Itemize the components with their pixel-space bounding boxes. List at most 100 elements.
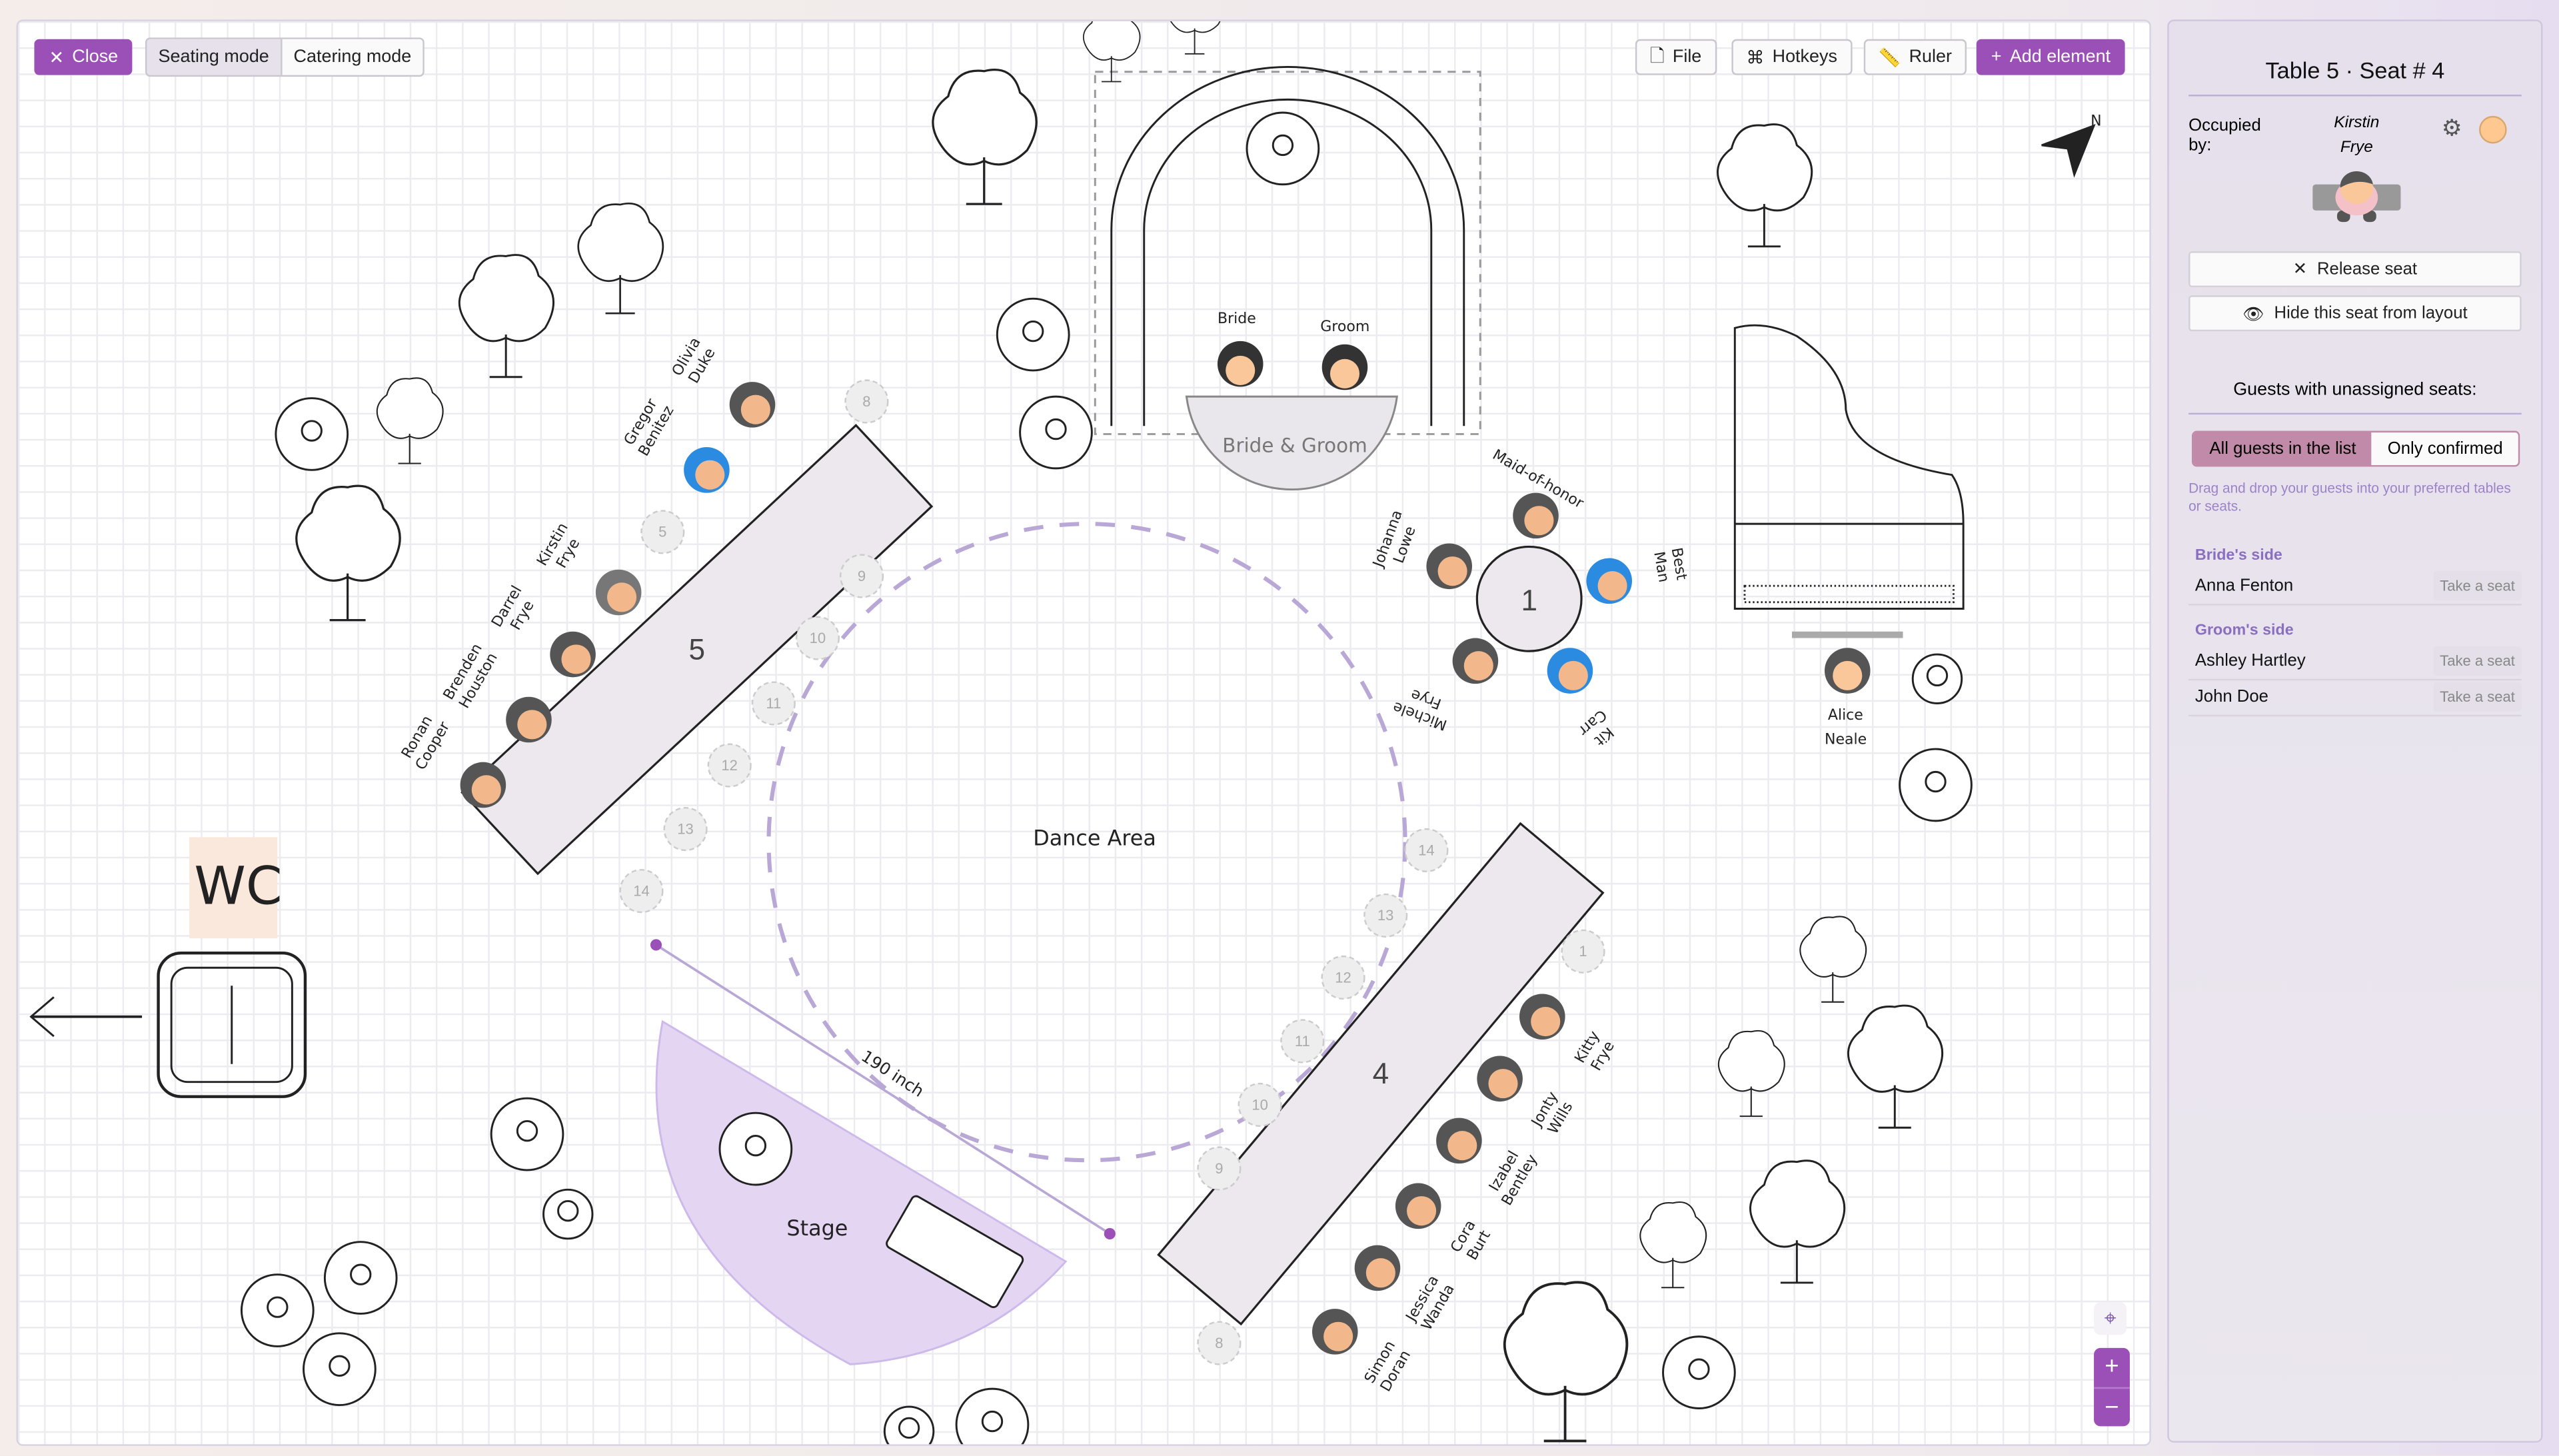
empty-seat[interactable]: 8 [1197,1321,1242,1365]
lightbulb-icon[interactable] [1662,1335,1736,1409]
empty-seat[interactable]: 11 [751,681,796,726]
zoom-out-button[interactable]: − [2105,1393,2119,1422]
lightbulb-icon[interactable] [1246,111,1320,186]
empty-seat[interactable]: 14 [619,869,664,914]
tree-icon[interactable] [1847,1004,1944,1129]
guest-seat[interactable]: KittyFrye [1519,994,1619,1075]
ruler-handle[interactable] [1104,1227,1116,1240]
guest-seat[interactable]: CoraBurt [1395,1183,1495,1265]
gear-icon[interactable]: ⚙ [2441,114,2462,141]
wedding-arch[interactable] [1110,65,1465,426]
empty-seat[interactable]: 13 [1363,893,1408,938]
piano[interactable] [1733,324,1965,610]
floor-plan[interactable]: 5 OliviaDukeGregorBenitezKirstinFryeDarre… [18,21,2149,1445]
hotkeys-button[interactable]: ⌘Hotkeys [1731,39,1853,75]
restroom[interactable] [157,952,307,1098]
table-4[interactable] [1157,822,1605,1326]
guest-seat[interactable]: JohannaLowe [1369,508,1472,590]
tree-icon[interactable] [295,484,401,622]
tree-icon[interactable] [1503,1281,1629,1443]
tree-icon[interactable] [1799,916,1867,1003]
stage-area[interactable] [655,1020,1068,1365]
speaker-icon[interactable] [955,1387,1030,1445]
color-swatch[interactable] [2479,115,2507,144]
cake-icon[interactable] [1019,395,1093,470]
tree-icon[interactable] [376,377,444,464]
mode-switch[interactable]: Seating mode Catering mode [145,37,425,77]
take-seat-button[interactable]: Take a seat [2433,571,2522,601]
table-5[interactable] [460,423,934,876]
guest-seat[interactable]: SimonDoran [1311,1309,1415,1395]
tree-icon[interactable] [1717,123,1813,248]
guest-seat[interactable]: BestMan [1586,546,1690,604]
fireworks-icon[interactable] [323,1241,398,1315]
empty-seat[interactable]: 12 [1321,955,1365,1000]
locate-icon[interactable]: ⌖ [2094,1302,2127,1335]
empty-seat[interactable]: 14 [1404,828,1449,872]
guest-seat[interactable]: KirstinFrye [534,520,642,616]
hide-seat-button[interactable]: 👁Hide this seat from layout [2188,295,2522,332]
tree-icon[interactable] [1749,1159,1846,1284]
guest-seat[interactable]: GregorBenitez [620,394,730,493]
speaker-icon[interactable] [490,1097,564,1171]
empty-seat[interactable]: 5 [640,510,685,554]
tree-icon[interactable] [1717,1030,1785,1117]
catering-mode-tab[interactable]: Catering mode [282,39,423,75]
dj-console[interactable] [885,1194,1025,1309]
compass-label: N [2091,113,2101,130]
empty-seat[interactable]: 1 [1561,929,1605,974]
fireworks-icon[interactable] [240,1273,315,1347]
tree-icon[interactable] [577,203,664,315]
bride-groom-table[interactable] [1185,395,1399,491]
power-outlet-icon[interactable] [883,1405,935,1445]
guest-seat[interactable]: JontyWills [1477,1056,1577,1140]
ruler-handle[interactable] [650,939,662,951]
empty-seat[interactable]: 9 [840,554,884,598]
tree-icon[interactable] [932,69,1038,205]
release-seat-button[interactable]: ✕Release seat [2188,251,2522,288]
power-outlet-icon[interactable] [1911,653,1963,704]
ruler-line[interactable] [655,944,1111,1235]
empty-seat[interactable]: 13 [663,807,708,852]
guest-seat[interactable]: JessicaWanda [1354,1245,1458,1335]
take-seat-button[interactable]: Take a seat [2433,682,2522,712]
take-seat-button[interactable]: Take a seat [2433,646,2522,676]
fireworks-icon[interactable] [303,1332,377,1407]
gift-icon[interactable] [996,297,1070,372]
guest-seat[interactable]: MicheleFrye [1391,638,1499,733]
speaker-icon[interactable] [1899,748,1973,822]
empty-seat[interactable]: 8 [844,379,889,424]
filter-only-confirmed[interactable]: Only confirmed [2372,432,2518,465]
empty-seat[interactable]: 10 [1238,1082,1282,1127]
filter-all-guests[interactable]: All guests in the list [2193,432,2372,465]
power-outlet-icon[interactable] [542,1188,594,1240]
add-element-button[interactable]: +Add element [1976,39,2126,75]
tree-icon[interactable] [458,254,554,378]
tree-icon[interactable] [1167,21,1224,55]
guest-seat[interactable]: Maid-of-honor [1489,446,1587,539]
empty-seat[interactable]: 10 [795,616,840,660]
empty-seat[interactable]: 9 [1197,1146,1242,1191]
file-button[interactable]: 🗋File [1635,39,1717,75]
guest-seat[interactable]: RonanCooper [397,710,506,808]
close-button[interactable]: ✕Close [34,39,133,75]
guest-seat[interactable]: KitCarr [1547,648,1621,752]
guest-seat[interactable]: DarrelFrye [488,583,596,678]
tree-icon[interactable] [1083,21,1141,83]
seating-mode-tab[interactable]: Seating mode [147,39,283,75]
guest-seat[interactable]: OliviaDuke [669,335,776,428]
microphone-icon[interactable] [718,1111,793,1186]
empty-seat[interactable]: 12 [707,743,752,788]
empty-seat[interactable]: 11 [1280,1019,1325,1064]
guest-seat[interactable]: IzabelBentley [1436,1117,1541,1209]
lightbulb-icon[interactable] [275,397,349,471]
zoom-in-button[interactable]: + [2094,1348,2130,1389]
ruler-button[interactable]: 📏Ruler [1863,39,1967,75]
table-1[interactable] [1475,545,1583,652]
guest-seat[interactable]: BrendenHouston [440,641,552,743]
tree-icon[interactable] [1639,1201,1707,1289]
